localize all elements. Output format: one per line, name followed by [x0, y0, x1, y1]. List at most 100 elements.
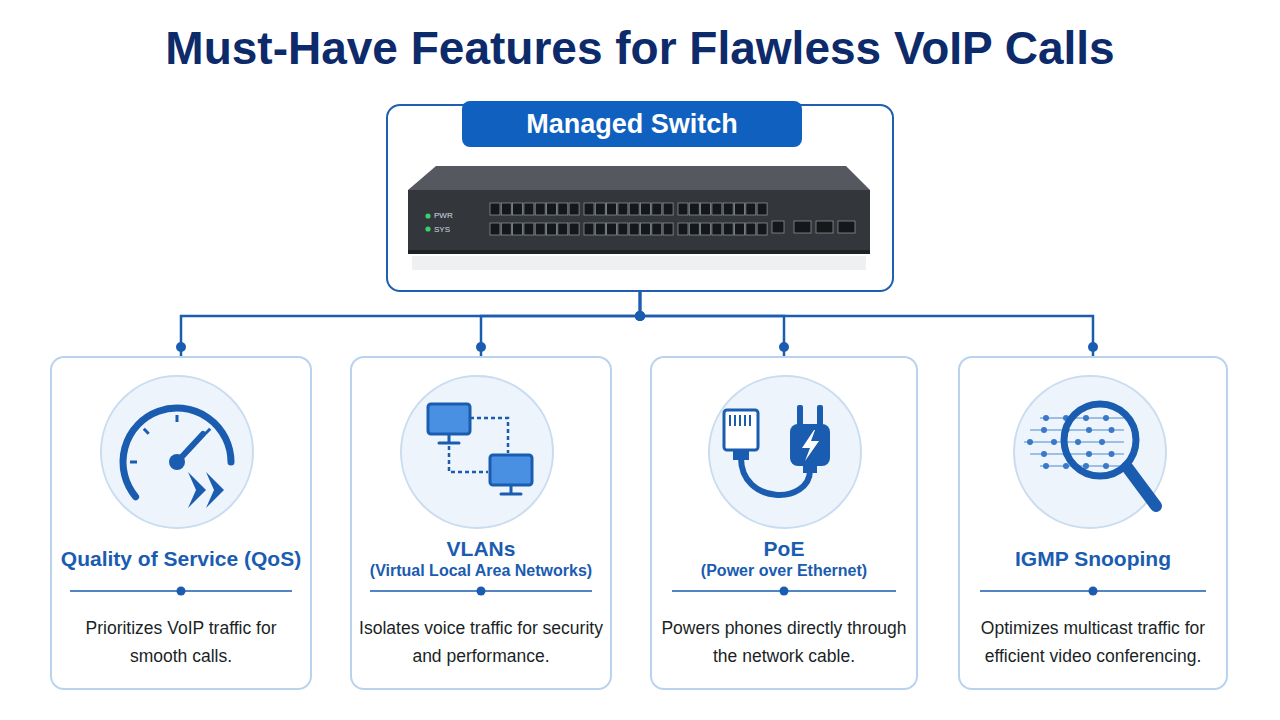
ethernet-port	[618, 223, 628, 235]
card-heading-group: Quality of Service (QoS)	[52, 530, 310, 586]
ethernet-port	[607, 203, 617, 215]
ethernet-port	[547, 223, 557, 235]
ethernet-port	[746, 223, 756, 235]
ethernet-port	[757, 223, 767, 235]
ethernet-port	[652, 223, 662, 235]
card-subheading: (Power over Ethernet)	[701, 561, 867, 581]
ethernet-port	[712, 223, 722, 235]
ethernet-port	[641, 223, 651, 235]
junction-dot	[476, 342, 486, 352]
ethernet-port	[757, 203, 767, 215]
card-subheading: (Virtual Local Area Networks)	[370, 561, 592, 581]
card-description: Prioritizes VoIP traffic for smooth call…	[52, 614, 310, 670]
card-heading: Quality of Service (QoS)	[61, 546, 301, 571]
ethernet-port	[746, 203, 756, 215]
card-heading: PoE	[764, 536, 805, 561]
ethernet-port	[490, 223, 500, 235]
switch-reflection	[412, 256, 866, 270]
card-description: Powers phones directly through the netwo…	[652, 614, 916, 670]
tree-connector	[635, 292, 789, 356]
ethernet-port	[689, 223, 699, 235]
card-heading-group: IGMP Snooping	[960, 530, 1226, 586]
ethernet-port	[629, 203, 639, 215]
ethernet-port	[595, 203, 605, 215]
panel-label: SYS	[434, 225, 450, 234]
ethernet-port	[501, 223, 511, 235]
ethernet-port	[723, 223, 733, 235]
feature-card: Quality of Service (QoS) Prioritizes VoIP…	[50, 356, 312, 690]
ethernet-port	[607, 223, 617, 235]
connector-line	[640, 292, 1093, 356]
ethernet-port	[712, 203, 722, 215]
switch-base	[408, 250, 870, 254]
feature-card: IGMP SnoopingOptimizes multicast traffic…	[958, 356, 1228, 690]
ethernet-port	[524, 203, 534, 215]
switch-top	[408, 166, 870, 190]
feature-card: VLANs(Virtual Local Area Networks) Isolat…	[350, 356, 612, 690]
feature-card: PoE(Power over Ethernet) Powers phones di…	[650, 356, 918, 690]
ethernet-port	[772, 221, 784, 233]
ethernet-port	[701, 203, 711, 215]
switch-box: Managed Switch	[386, 104, 894, 292]
ethernet-port	[535, 223, 545, 235]
ethernet-port	[735, 203, 745, 215]
ethernet-port	[678, 203, 688, 215]
ethernet-port	[569, 223, 579, 235]
switch-ports	[490, 203, 855, 235]
ethernet-port	[547, 203, 557, 215]
card-heading: IGMP Snooping	[1015, 546, 1171, 571]
ethernet-port	[723, 203, 733, 215]
connector-line	[640, 292, 784, 356]
diagram-title: Must-Have Features for Flawless VoIP Cal…	[0, 20, 1280, 76]
junction-dot	[1088, 342, 1098, 352]
ethernet-port	[652, 203, 662, 215]
ethernet-port	[641, 203, 651, 215]
ethernet-port	[735, 223, 745, 235]
junction-dot	[635, 311, 645, 321]
ethernet-port	[701, 223, 711, 235]
panel-label: PWR	[434, 211, 453, 220]
ethernet-port	[501, 203, 511, 215]
junction-dot	[176, 342, 186, 352]
ethernet-port	[558, 203, 568, 215]
ethernet-port	[584, 203, 594, 215]
card-heading-group: VLANs(Virtual Local Area Networks)	[352, 530, 610, 586]
ethernet-port	[629, 223, 639, 235]
switch-front	[408, 190, 870, 250]
card-description: Optimizes multicast traffic for efficien…	[960, 614, 1226, 670]
card-heading: VLANs	[447, 536, 516, 561]
ethernet-port	[663, 223, 673, 235]
tree-connector	[635, 292, 1098, 356]
ethernet-port	[524, 223, 534, 235]
ethernet-port	[569, 203, 579, 215]
ethernet-port	[663, 203, 673, 215]
junction-dot	[635, 311, 645, 321]
connector-line	[481, 292, 640, 356]
ethernet-port	[513, 203, 523, 215]
ethernet-port	[558, 223, 568, 235]
status-led	[425, 226, 430, 231]
ethernet-port	[689, 203, 699, 215]
card-heading-group: PoE(Power over Ethernet)	[652, 530, 916, 586]
ethernet-port	[513, 223, 523, 235]
junction-dot	[779, 342, 789, 352]
switch-illustration	[408, 166, 870, 270]
junction-dot	[635, 311, 645, 321]
ethernet-port	[490, 203, 500, 215]
ethernet-port	[618, 203, 628, 215]
ethernet-port	[595, 223, 605, 235]
ethernet-port	[584, 223, 594, 235]
tree-connector	[476, 292, 645, 356]
sfp-port	[838, 221, 855, 233]
sfp-port	[794, 221, 811, 233]
card-description: Isolates voice traffic for security and …	[352, 614, 610, 670]
box-heading: Managed Switch	[462, 101, 802, 147]
connector-line	[181, 292, 640, 356]
ethernet-port	[678, 223, 688, 235]
junction-dot	[635, 311, 645, 321]
tree-connector	[176, 292, 645, 356]
status-led	[425, 213, 430, 218]
ethernet-port	[535, 203, 545, 215]
sfp-port	[816, 221, 833, 233]
